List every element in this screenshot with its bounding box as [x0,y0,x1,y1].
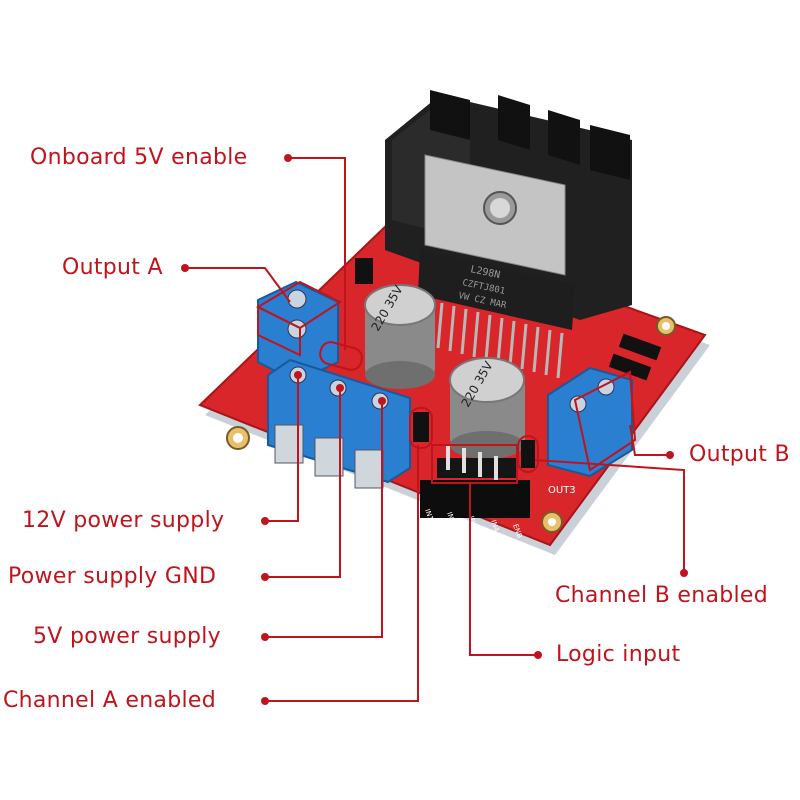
label-onboard-5v-enable: Onboard 5V enable [30,145,248,170]
label-channel-a-enabled: Channel A enabled [3,688,216,713]
header-pins [413,412,535,518]
label-logic-input: Logic input [556,642,681,667]
silk-in3: IN3 [467,515,479,529]
label-channel-b-enabled: Channel B enabled [555,583,769,608]
silk-in4: IN4 [489,519,501,533]
label-12v-power-supply: 12V power supply [22,508,225,533]
smd-part [608,353,652,381]
silk-out3: OUT3 [548,485,576,496]
silk-in2: IN2 [445,511,457,525]
silk-in1: IN1 [423,508,435,522]
label-power-supply-gnd: Power supply GND [8,564,217,589]
smd-part [355,258,373,284]
smd-part [618,333,662,361]
label-output-b: Output B [689,442,790,467]
heatsink [385,90,632,330]
capacitor-1 [364,284,436,389]
silk-ena: ENA [397,503,410,520]
callout-dots [181,154,688,705]
label-5v-power-supply: 5V power supply [33,624,221,649]
callout-highlights [255,280,637,484]
label-output-a: Output A [62,255,163,280]
terminal-output-a [257,280,339,384]
callout-leaders [185,157,685,702]
